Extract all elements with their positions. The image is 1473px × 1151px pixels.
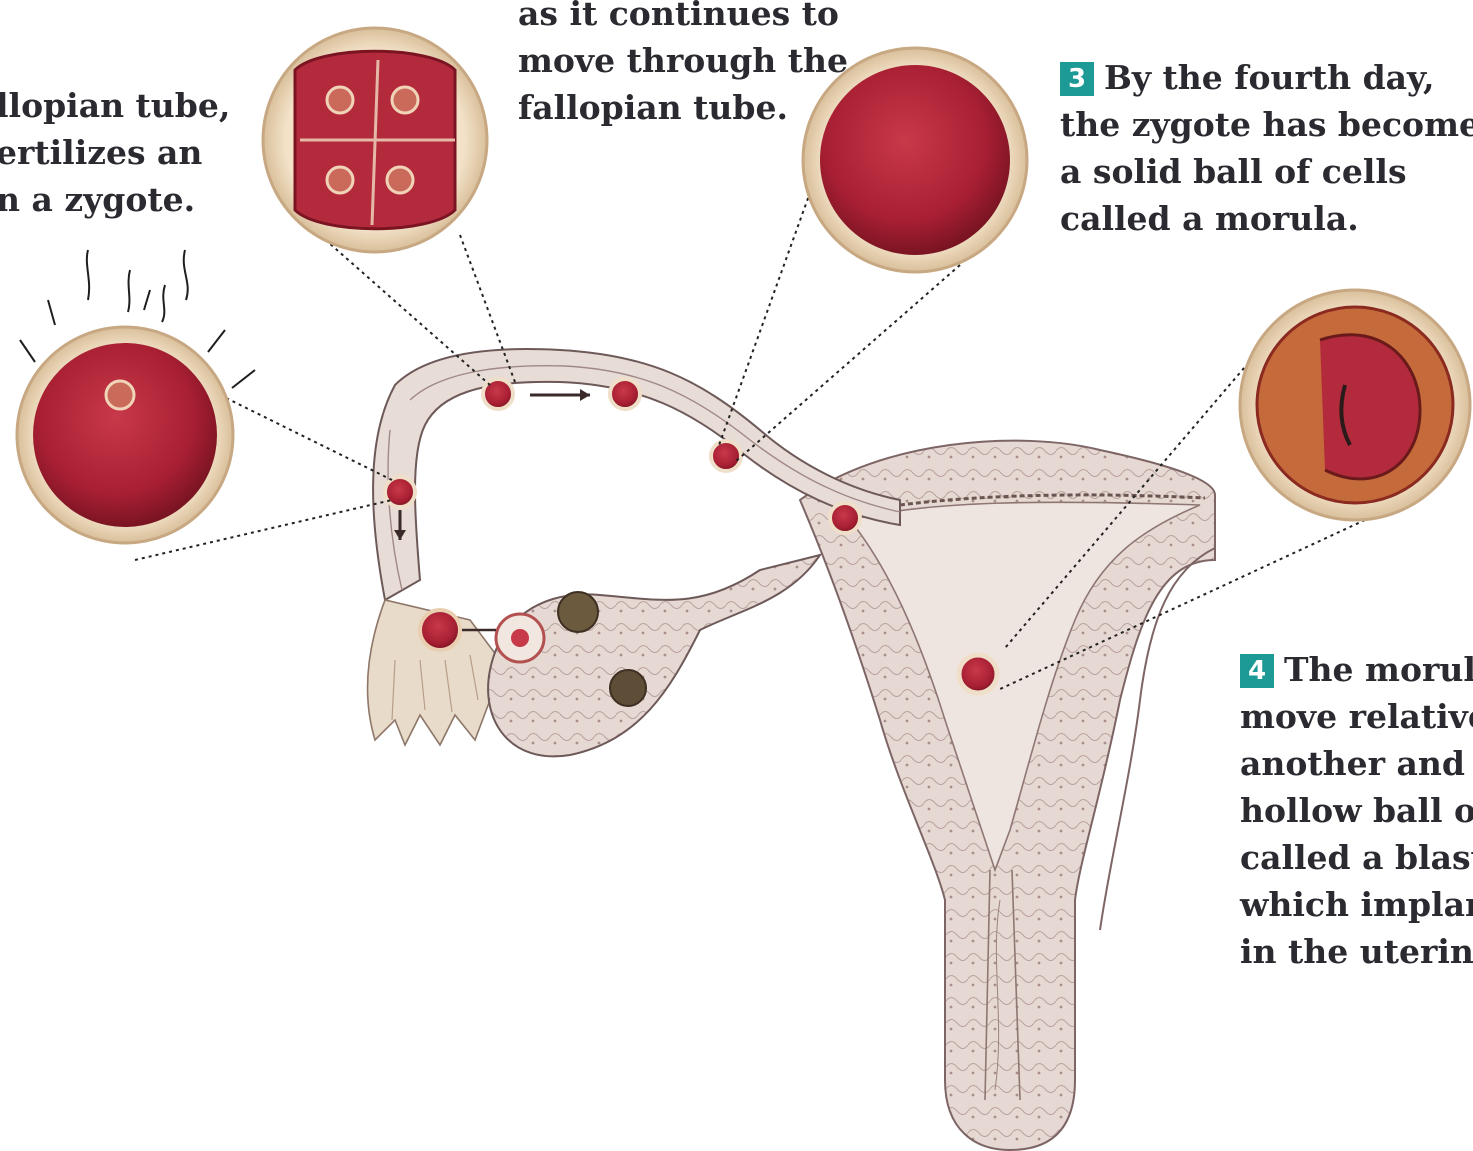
- caption-text: By the fourth day,: [1104, 58, 1435, 97]
- caption-step-3: 3 By the fourth day, the zygote has becom…: [1060, 54, 1473, 242]
- step-badge: 3: [1060, 62, 1094, 96]
- inset-blastocyst: [1240, 290, 1470, 520]
- caption-line: 4 The morula: [1240, 646, 1473, 693]
- caption-line: fallopian tube.: [518, 84, 848, 131]
- caption-step-4: 4 The morula move relative t another and …: [1240, 646, 1473, 975]
- caption-line: hollow ball of c: [1240, 787, 1473, 834]
- caption-line: which implants: [1240, 881, 1473, 928]
- caption-line: called a blastoc: [1240, 834, 1473, 881]
- caption-line: a solid ball of cells: [1060, 148, 1473, 195]
- caption-step-2: as it continues to move through the fall…: [518, 0, 848, 131]
- caption-text: The morula: [1284, 650, 1473, 689]
- caption-line: another and for: [1240, 740, 1473, 787]
- uterus: [800, 441, 1215, 1150]
- caption-step-1: llopian tube, ertilizes an n a zygote.: [0, 82, 230, 223]
- inset-zygote: [17, 250, 255, 543]
- caption-line: llopian tube,: [0, 82, 230, 129]
- step-badge: 4: [1240, 654, 1274, 688]
- caption-line: move through the: [518, 37, 848, 84]
- caption-line: the zygote has become: [1060, 101, 1473, 148]
- caption-line: as it continues to: [518, 0, 848, 37]
- caption-line: called a morula.: [1060, 195, 1473, 242]
- inset-cleavage: [263, 28, 487, 252]
- caption-line: n a zygote.: [0, 176, 230, 223]
- caption-line: ertilizes an: [0, 129, 230, 176]
- caption-line: in the uterine v: [1240, 928, 1473, 975]
- caption-line: move relative t: [1240, 693, 1473, 740]
- caption-line: 3 By the fourth day,: [1060, 54, 1473, 101]
